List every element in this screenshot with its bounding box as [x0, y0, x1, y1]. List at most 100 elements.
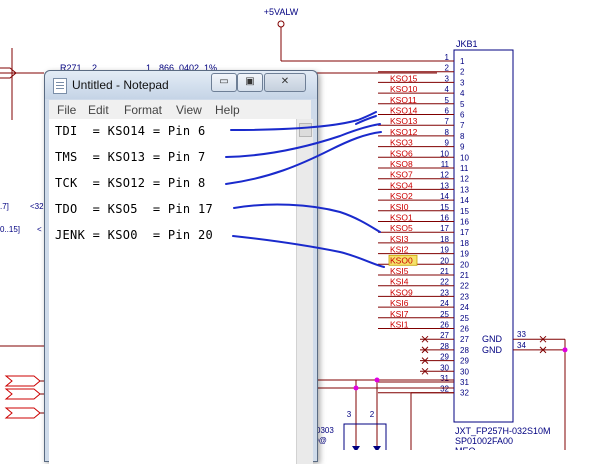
- pin-number-outer: 28: [440, 342, 449, 351]
- pin-number-inner: 23: [460, 292, 469, 301]
- net-label: KSO9: [390, 287, 413, 297]
- power-label: +5VALW: [264, 7, 299, 17]
- menu-file[interactable]: File: [57, 103, 77, 117]
- pin-number-inner: 7: [460, 121, 465, 130]
- net-label: KSO7: [390, 170, 413, 180]
- offpage-connector: [4, 407, 41, 419]
- left-label: <: [37, 225, 42, 234]
- notepad-title-bar[interactable]: Untitled - Notepad ▭ ▣ ✕: [45, 71, 317, 99]
- net-label: KSO3: [390, 138, 413, 148]
- notepad-app-icon: [53, 78, 67, 94]
- pin-number-inner: 11: [460, 164, 469, 173]
- net-label: KSI6: [390, 298, 409, 308]
- junction-dot: [353, 385, 359, 391]
- menu-help[interactable]: Help: [215, 103, 240, 117]
- bottom-ref2: D@: [313, 436, 327, 445]
- gnd-label: GND: [482, 334, 503, 344]
- net-label: KSI3: [390, 234, 409, 244]
- menu-view[interactable]: View: [176, 103, 202, 117]
- offpage-connector: [4, 388, 41, 400]
- net-label: KSI5: [390, 266, 409, 276]
- close-button[interactable]: ✕: [264, 73, 306, 92]
- net-label: KSI1: [390, 320, 409, 330]
- pin-number-outer: 30: [440, 363, 449, 372]
- menu-bar: File Edit Format View Help: [49, 100, 311, 120]
- pin-number-outer: 11: [441, 160, 450, 169]
- pin-number-inner: 24: [460, 303, 469, 312]
- pin-number-outer: 5: [445, 96, 450, 105]
- connector-body: [453, 49, 514, 423]
- vertical-scrollbar[interactable]: [296, 119, 313, 464]
- resistor-spec: 866_0402_1%: [159, 63, 217, 73]
- pin-number-inner: 3: [460, 78, 465, 87]
- pin-number-inner: 6: [460, 111, 465, 120]
- pin-number-inner: 9: [460, 143, 465, 152]
- gnd-pin: 34: [517, 341, 526, 350]
- menu-format[interactable]: Format: [124, 103, 163, 117]
- net-label: KSI2: [390, 245, 409, 255]
- pin-number-outer: 15: [440, 203, 449, 212]
- net-highlight: [388, 254, 418, 266]
- pin-number-outer: 7: [445, 117, 450, 126]
- no-connect-mark: [539, 335, 547, 343]
- net-label: KSO6: [390, 148, 413, 158]
- notepad-window[interactable]: Untitled - Notepad ▭ ▣ ✕ File Edit Forma…: [44, 70, 318, 464]
- pin-number-outer: 18: [440, 235, 449, 244]
- net-label: KSI7: [390, 309, 409, 319]
- bottom-ref: 0303: [316, 426, 334, 435]
- pin-number-outer: 16: [440, 214, 449, 223]
- pin-number-outer: 6: [445, 107, 450, 116]
- resistor-pin: 2: [92, 63, 97, 73]
- pin-number-outer: 12: [440, 171, 449, 180]
- pin-number-outer: 8: [445, 128, 450, 137]
- net-label: KSO4: [390, 180, 413, 190]
- net-label: KSO8: [390, 159, 413, 169]
- pin-number-inner: 10: [460, 153, 469, 162]
- net-label: KSO13: [390, 116, 418, 126]
- bottom-pin-label: 2: [370, 410, 375, 419]
- offpage-connector: [4, 375, 41, 387]
- part-name: JXT_FP257H-032S10M: [455, 426, 551, 436]
- text-line: JENK = KSO0 = Pin 20: [55, 228, 214, 242]
- left-label: .7]: [0, 202, 9, 211]
- net-label: KSO5: [390, 223, 413, 233]
- net-label: KSO12: [390, 127, 418, 137]
- pin-number-outer: 17: [440, 224, 449, 233]
- pin-number-outer: 14: [440, 192, 449, 201]
- no-connect-mark: [421, 357, 429, 364]
- net-label: KSO11: [390, 95, 417, 105]
- scrollbar-thumb[interactable]: [299, 123, 312, 137]
- pin-number-outer: 31: [440, 374, 449, 383]
- pin-number-inner: 21: [460, 271, 469, 280]
- pin-number-inner: 14: [460, 196, 469, 205]
- menu-edit[interactable]: Edit: [88, 103, 109, 117]
- text-line: TDI = KSO14 = Pin 6: [55, 124, 206, 138]
- text-line: TDO = KSO5 = Pin 17: [55, 202, 214, 216]
- window-title: Untitled - Notepad: [72, 78, 169, 92]
- minimize-button[interactable]: ▭: [211, 73, 237, 92]
- no-connect-mark: [539, 346, 547, 354]
- pin-number-inner: 13: [460, 185, 469, 194]
- pin-number-inner: 26: [460, 325, 469, 334]
- diode-symbol: [352, 446, 360, 450]
- pin-number-inner: 28: [460, 346, 469, 355]
- pin-number-inner: 29: [460, 357, 469, 366]
- net-label: KSO1: [390, 213, 413, 223]
- net-label: KSO10: [390, 84, 418, 94]
- pin-number-outer: 19: [440, 246, 449, 255]
- pin-number-inner: 15: [460, 207, 469, 216]
- no-connect-mark: [421, 367, 429, 375]
- pin-number-inner: 32: [460, 389, 469, 398]
- text-editor-area[interactable]: TDI = KSO14 = Pin 6 TMS = KSO13 = Pin 7 …: [49, 119, 296, 464]
- no-connect-mark: [421, 346, 429, 354]
- pin-number-inner: 22: [460, 282, 469, 291]
- gnd-pin: 33: [517, 330, 526, 339]
- pin-number-outer: 23: [440, 288, 449, 297]
- pin-number-inner: 20: [460, 260, 469, 269]
- net-label: KSO0: [390, 255, 413, 265]
- net-label: KSO2: [390, 191, 413, 201]
- text-line: TCK = KSO12 = Pin 8: [55, 176, 206, 190]
- pin-number-outer: 10: [440, 149, 449, 158]
- maximize-button[interactable]: ▣: [237, 73, 263, 92]
